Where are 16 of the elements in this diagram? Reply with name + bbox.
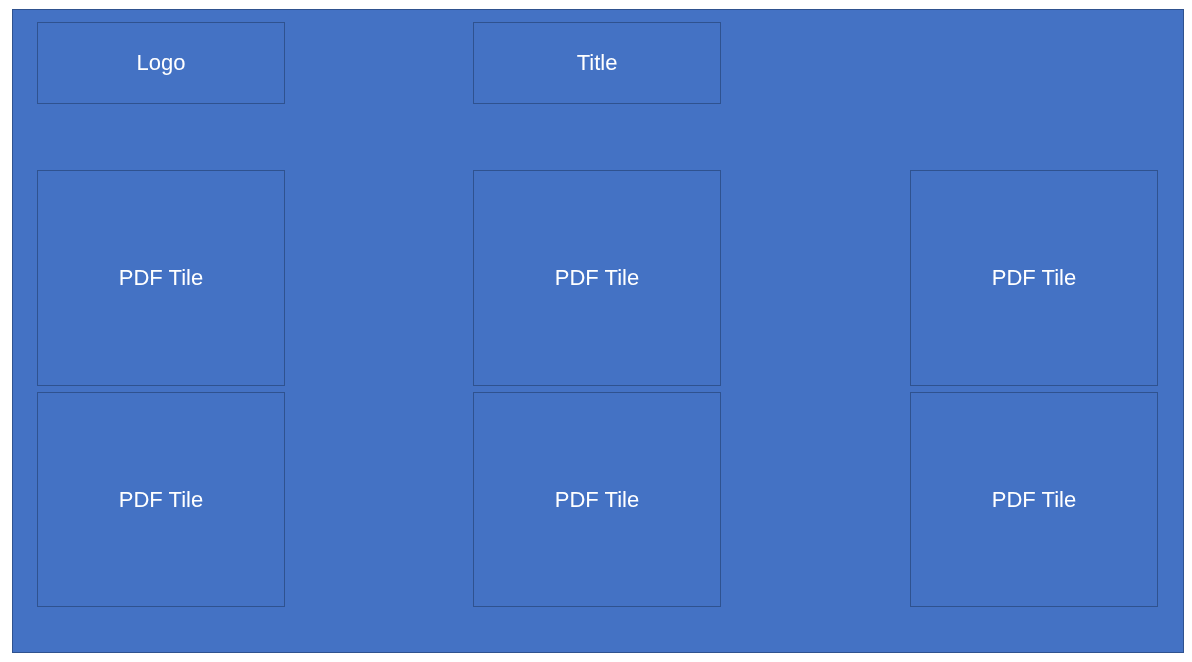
- tile-box: [37, 392, 285, 607]
- box-label: PDF Tile: [554, 486, 640, 513]
- box-label: PDF Tile: [991, 265, 1077, 291]
- box-label: Logo: [136, 50, 186, 76]
- box-label: PDF Tile: [991, 486, 1077, 513]
- tile-box: [910, 392, 1158, 607]
- placeholder-box: [473, 22, 721, 104]
- tile-box: [473, 392, 721, 607]
- box-label: PDF Tile: [118, 486, 204, 513]
- tile-box: [37, 170, 285, 386]
- tile-box: [910, 170, 1158, 386]
- box-label: PDF Tile: [554, 265, 640, 291]
- box-label: Title: [576, 50, 618, 76]
- box-label: PDF Tile: [118, 265, 204, 291]
- placeholder-box: [37, 22, 285, 104]
- tile-box: [473, 170, 721, 386]
